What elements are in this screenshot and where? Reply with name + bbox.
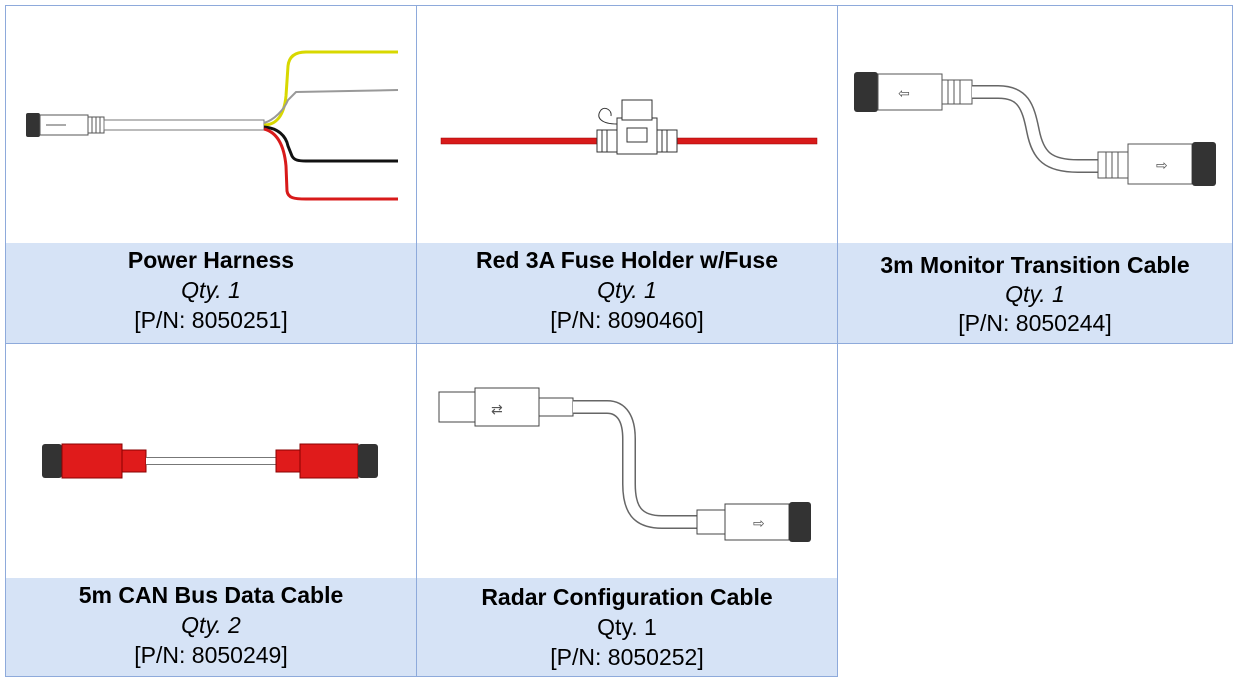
item-part-number: [P/N: 8090460] xyxy=(550,307,704,333)
item-title: Power Harness xyxy=(127,247,295,273)
item-qty: Qty. 1 xyxy=(181,277,241,303)
item-cell-can-bus-cable: 5m CAN Bus Data Cable Qty. 2 [P/N: 80502… xyxy=(5,343,417,677)
item-part-number: [P/N: 8050251] xyxy=(134,307,288,333)
item-qty: Qty. 1 xyxy=(597,277,657,303)
item-part-number: [P/N: 8050252] xyxy=(550,644,704,670)
svg-text:⇦: ⇦ xyxy=(898,86,910,102)
usb-config-cable-icon: ⇄ ⇨ xyxy=(417,344,837,580)
svg-text:⇨: ⇨ xyxy=(1156,158,1168,174)
item-cell-power-harness: Power Harness Qty. 1 [P/N: 8050251] xyxy=(5,5,417,344)
svg-text:⇄: ⇄ xyxy=(491,402,503,418)
svg-text:⇨: ⇨ xyxy=(753,516,765,532)
item-caption: Radar Configuration Cable Qty. 1 [P/N: 8… xyxy=(417,578,837,676)
item-cell-radar-config-cable: ⇄ ⇨ Radar Configuration Cable Qty. 1 [P/… xyxy=(416,343,838,677)
item-title: 5m CAN Bus Data Cable xyxy=(78,582,344,608)
item-caption: 3m Monitor Transition Cable Qty. 1 [P/N:… xyxy=(838,243,1232,343)
item-title: Red 3A Fuse Holder w/Fuse xyxy=(475,247,779,273)
power-harness-icon xyxy=(6,6,416,243)
item-qty: Qty. 1 xyxy=(597,614,657,640)
item-cell-fuse-holder: Red 3A Fuse Holder w/Fuse Qty. 1 [P/N: 8… xyxy=(416,5,838,344)
item-caption: Power Harness Qty. 1 [P/N: 8050251] xyxy=(6,243,416,343)
item-cell-transition-cable: ⇦ ⇨ 3m Monitor Transition Cable Qty. 1 [… xyxy=(837,5,1233,344)
item-part-number: [P/N: 8050249] xyxy=(134,642,288,668)
item-title: 3m Monitor Transition Cable xyxy=(880,252,1190,278)
transition-cable-icon: ⇦ ⇨ xyxy=(838,6,1232,243)
item-caption: Red 3A Fuse Holder w/Fuse Qty. 1 [P/N: 8… xyxy=(417,243,837,343)
item-title: Radar Configuration Cable xyxy=(481,584,773,610)
item-qty: Qty. 2 xyxy=(181,612,241,638)
fuse-holder-icon xyxy=(417,6,837,243)
item-caption: 5m CAN Bus Data Cable Qty. 2 [P/N: 80502… xyxy=(6,578,416,676)
item-part-number: [P/N: 8050244] xyxy=(958,310,1112,336)
can-bus-cable-icon xyxy=(6,344,416,580)
item-qty: Qty. 1 xyxy=(1005,281,1065,307)
